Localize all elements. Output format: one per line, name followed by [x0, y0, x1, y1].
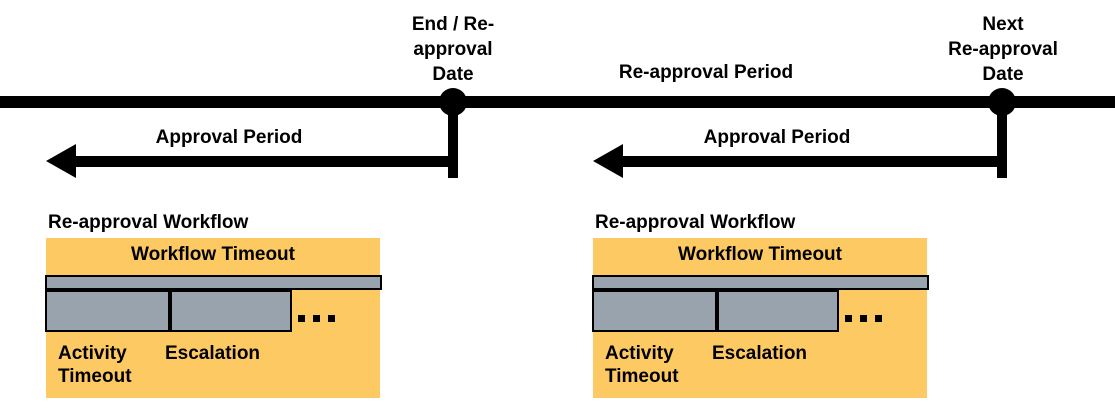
activity-timeout-label: Activity Timeout [58, 343, 132, 387]
workflow-box: Workflow Timeout Activity Timeout Escala… [45, 238, 382, 398]
next-reapproval-date-label: Next Re-approval Date [948, 14, 1058, 85]
activity-timeout-label: Activity Timeout [605, 343, 679, 387]
escalation-label: Escalation [712, 343, 808, 364]
workflow-timeout-bar [45, 275, 382, 290]
workflow-title: Re-approval Workflow [48, 212, 249, 233]
end-reapproval-date-label: End / Re- approval Date [411, 14, 495, 85]
approval-period-label-right: Approval Period [703, 127, 851, 148]
timeline-line [0, 96, 1115, 108]
ellipsis-icon [845, 315, 882, 322]
reapproval-period-label: Re-approval Period [618, 62, 794, 83]
escalation-bar [170, 290, 292, 332]
approval-period-label-left: Approval Period [155, 127, 303, 148]
approval-period-arrow-shaft-right [609, 156, 1002, 167]
reapproval-workflow-group-right: Re-approval Workflow Workflow Timeout Ac… [592, 212, 929, 398]
activity-timeout-bar [592, 290, 717, 332]
workflow-timeout-label: Workflow Timeout [678, 244, 842, 265]
reapproval-workflow-group-left: Re-approval Workflow Workflow Timeout Ac… [45, 212, 382, 398]
escalation-label: Escalation [165, 343, 261, 364]
workflow-timeout-bar [592, 275, 929, 290]
timeline-tick-next-date [997, 102, 1007, 178]
escalation-bar [717, 290, 839, 332]
ellipsis-icon [298, 315, 335, 322]
approval-period-arrow-shaft-left [62, 156, 455, 167]
left-arrowhead-icon [46, 144, 76, 178]
left-arrowhead-icon [593, 144, 623, 178]
activity-timeout-bar [45, 290, 170, 332]
workflow-timeout-label: Workflow Timeout [131, 244, 295, 265]
timeline-tick-end-date [448, 102, 458, 178]
workflow-title: Re-approval Workflow [595, 212, 796, 233]
workflow-box: Workflow Timeout Activity Timeout Escala… [592, 238, 929, 398]
